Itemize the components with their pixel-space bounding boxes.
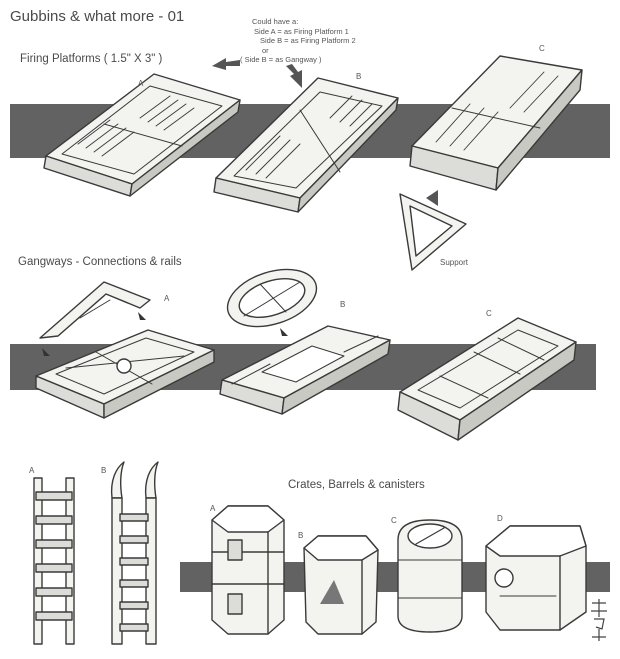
support-label: Support [440, 258, 469, 267]
gangway-a [35, 312, 215, 419]
canister-d [485, 525, 587, 631]
note-line: Side A = as Firing Platform 1 [254, 26, 349, 36]
firing-platform-a [43, 73, 241, 197]
artist-signature [591, 599, 607, 641]
crate-a [211, 505, 285, 635]
note-line: Could have a: [252, 17, 299, 26]
design-note: Could have a: Side A = as Firing Platfor… [232, 17, 356, 65]
crates-heading: Crates, Barrels & canisters [288, 479, 425, 491]
firing-platform-c-label: C [539, 44, 545, 53]
note-line: ( Side B = as Gangway ) [240, 55, 322, 64]
gangway-c [397, 317, 577, 441]
barrel-c-label: C [391, 516, 397, 525]
note-line: or [262, 45, 269, 55]
firing-platform-a-label: A [138, 79, 144, 88]
gangway-b [219, 325, 391, 415]
page-title: Gubbins & what more - 01 [10, 8, 185, 25]
gangway-b-label: B [340, 300, 346, 309]
crate-a-label: A [210, 504, 216, 513]
firing-platform-c [409, 55, 583, 191]
firing-platform-b [213, 77, 399, 213]
firing-platform-b-label: B [356, 72, 362, 81]
note-line: Side B = as Firing Platform 2 [260, 36, 356, 45]
firing-platforms-heading: Firing Platforms ( 1.5" X 3" ) [20, 53, 163, 65]
ladder-b [110, 461, 159, 645]
canister-d-label: D [497, 514, 503, 523]
gangway-c-label: C [486, 309, 492, 318]
crate-b [303, 535, 379, 635]
ladder-a-label: A [29, 466, 35, 475]
support-frame [399, 193, 467, 271]
gangway-a-label: A [164, 294, 170, 303]
ladder-b-label: B [101, 466, 107, 475]
gangway-rail-b [226, 268, 318, 336]
gangways-heading: Gangways - Connections & rails [18, 256, 182, 268]
crate-b-label: B [298, 531, 304, 540]
barrel-c [397, 519, 463, 633]
note-arrows [212, 58, 438, 206]
ladder-a [33, 477, 75, 645]
gangway-rail-a [39, 281, 151, 339]
